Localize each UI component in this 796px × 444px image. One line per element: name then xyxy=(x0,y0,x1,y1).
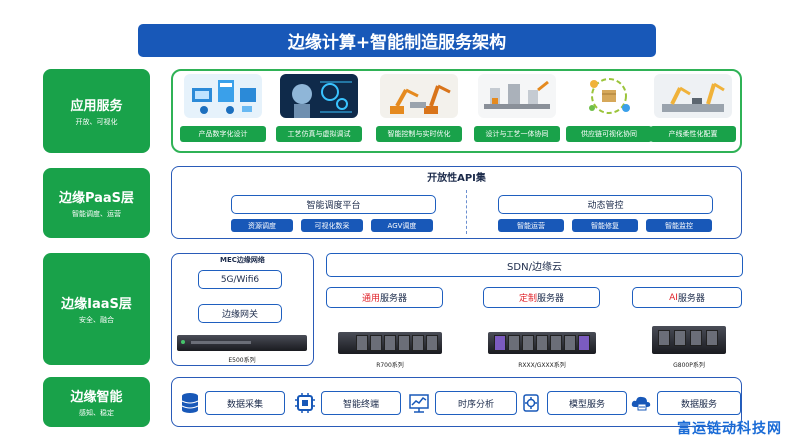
watermark: 富运链动科技网 xyxy=(677,421,782,437)
app-card: 设计与工艺一体协同 xyxy=(474,74,560,148)
layer-subtitle: 智能调度、运营 xyxy=(72,210,121,218)
layer-subtitle: 安全、融合 xyxy=(79,316,114,324)
g800p-server-image xyxy=(652,326,726,354)
edge-feature: 数据服务 xyxy=(630,391,741,415)
edge-feature: 数据采集 xyxy=(180,391,285,415)
robot-arm-icon xyxy=(380,74,458,118)
app-label: 设计与工艺一体协同 xyxy=(474,126,560,142)
edge-feature-label: 时序分析 xyxy=(435,391,517,415)
paas-item: 智能监控 xyxy=(646,219,712,232)
paas-item: 可视化数采 xyxy=(301,219,363,232)
general-server-label: 通用服务器 xyxy=(326,287,443,308)
divider xyxy=(466,190,467,234)
model-service-icon xyxy=(523,394,539,412)
terminal-chip-icon xyxy=(295,393,315,413)
paas-item: 智能运营 xyxy=(498,219,564,232)
flexible-line-icon xyxy=(654,74,732,118)
assembly-line-icon xyxy=(478,74,556,118)
custom-server-label: 定制服务器 xyxy=(483,287,600,308)
edge-feature-label: 数据采集 xyxy=(205,391,285,415)
layer-subtitle: 感知、稳定 xyxy=(79,409,114,417)
layer-title: 边缘智能 xyxy=(70,390,123,405)
sdn-edge-cloud: SDN/边缘云 xyxy=(326,253,743,277)
app-card: 供应链可视化协同 xyxy=(566,74,652,148)
device-caption: E500系列 xyxy=(228,357,256,364)
supply-chain-icon xyxy=(570,74,648,118)
server-prefix: 定制 xyxy=(518,294,537,304)
layer-title: 边缘PaaS层 xyxy=(58,191,135,206)
layer-title: 边缘IaaS层 xyxy=(61,297,132,312)
layer-edge-intelligence: 边缘智能 感知、稳定 xyxy=(43,377,150,427)
layer-title: 应用服务 xyxy=(70,99,123,114)
dynamic-control: 动态管控 xyxy=(498,195,713,214)
process-simulation-icon xyxy=(280,74,358,118)
api-set-title: 开放性API集 xyxy=(427,173,486,184)
scheduling-platform: 智能调度平台 xyxy=(231,195,436,214)
edge-feature-label: 模型服务 xyxy=(547,391,627,415)
edge-feature: 时序分析 xyxy=(408,391,517,415)
server-suffix: 服务器 xyxy=(537,294,565,304)
edge-feature-label: 数据服务 xyxy=(657,391,741,415)
layer-subtitle: 开放、可视化 xyxy=(75,118,118,126)
digital-design-icon xyxy=(184,74,262,118)
edge-feature: 智能终端 xyxy=(294,391,401,415)
layer-edge-paas: 边缘PaaS层 智能调度、运营 xyxy=(43,168,150,238)
timeseries-icon xyxy=(409,394,429,413)
app-card: 智能控制与实时优化 xyxy=(376,74,462,148)
database-icon xyxy=(181,393,199,413)
server-caption: RXXX/GXXX系列 xyxy=(518,362,566,369)
server-prefix: AI xyxy=(669,292,678,303)
paas-item: 资源调度 xyxy=(231,219,293,232)
r700-server-image xyxy=(338,332,442,354)
layer-edge-iaas: 边缘IaaS层 安全、融合 xyxy=(43,253,150,365)
page-title: 边缘计算+智能制造服务架构 xyxy=(138,24,656,57)
server-caption: G800P系列 xyxy=(673,362,705,369)
server-suffix: 服务器 xyxy=(677,294,705,304)
server-suffix: 服务器 xyxy=(380,294,408,304)
server-prefix: 通用 xyxy=(361,294,380,304)
app-label: 产线柔性化配置 xyxy=(650,126,736,142)
paas-item: AGV调度 xyxy=(371,219,433,232)
app-label: 产品数字化设计 xyxy=(180,126,266,142)
app-label: 工艺仿真与虚拟调试 xyxy=(276,126,362,142)
mec-item: 5G/Wifi6 xyxy=(198,270,282,289)
server-caption: R700系列 xyxy=(376,362,404,369)
layer-app-services: 应用服务 开放、可视化 xyxy=(43,69,150,153)
app-card: 产品数字化设计 xyxy=(180,74,266,148)
edge-feature-label: 智能终端 xyxy=(321,391,401,415)
mec-title: MEC边缘网络 xyxy=(220,256,265,264)
rxxx-server-image xyxy=(488,332,596,354)
mec-item: 边缘网关 xyxy=(198,304,282,323)
data-cloud-icon xyxy=(631,396,651,411)
app-label: 智能控制与实时优化 xyxy=(376,126,462,142)
app-label: 供应链可视化协同 xyxy=(566,126,652,142)
app-card: 产线柔性化配置 xyxy=(650,74,736,148)
e500-device-image xyxy=(177,335,307,351)
paas-item: 智能修复 xyxy=(572,219,638,232)
edge-feature: 模型服务 xyxy=(520,391,627,415)
app-card: 工艺仿真与虚拟调试 xyxy=(276,74,362,148)
